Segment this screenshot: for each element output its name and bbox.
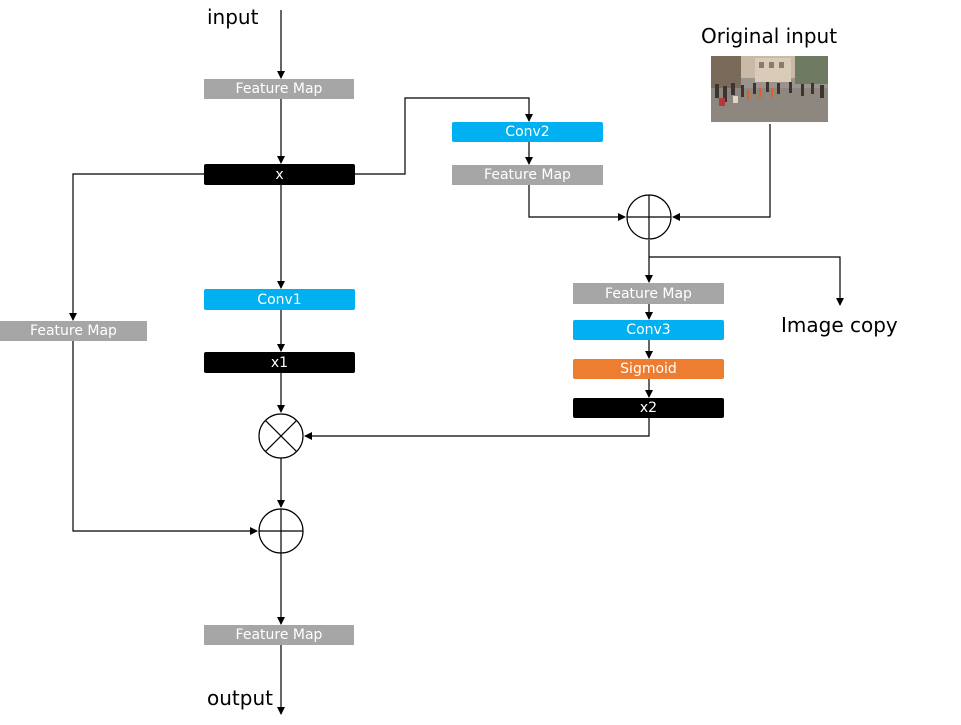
edge-x2-mul xyxy=(304,418,650,440)
tensor-x2: x2 xyxy=(573,398,724,418)
feature-map-left: Feature Map xyxy=(0,321,147,341)
tensor-x1: x1 xyxy=(204,352,355,373)
feature-map-conv2: Feature Map xyxy=(452,165,603,185)
edge-addtop-copy xyxy=(649,256,844,306)
feature-map-top: Feature Map xyxy=(204,79,354,99)
edge-fm-left-add xyxy=(72,341,258,535)
input-label: input xyxy=(207,5,259,29)
tensor-x: x xyxy=(204,164,355,185)
edge-x-conv2 xyxy=(355,97,533,175)
circled-plus-icon xyxy=(626,194,672,240)
original-input-image xyxy=(711,56,828,122)
conv3-block: Conv3 xyxy=(573,320,724,340)
original-input-label: Original input xyxy=(701,24,838,48)
circled-times-icon xyxy=(258,413,304,459)
feature-map-right: Feature Map xyxy=(573,283,724,304)
edge-orig-addtop xyxy=(672,124,771,221)
edge-fm-addtop xyxy=(528,185,626,221)
feature-map-bottom: Feature Map xyxy=(204,625,354,645)
sigmoid-block: Sigmoid xyxy=(573,359,724,379)
output-label: output xyxy=(207,686,273,710)
image-copy-label: Image copy xyxy=(781,313,898,337)
conv2-block: Conv2 xyxy=(452,122,603,142)
circled-plus-icon xyxy=(258,508,304,554)
edge-x-fm-left xyxy=(69,173,205,321)
conv1-block: Conv1 xyxy=(204,289,355,310)
